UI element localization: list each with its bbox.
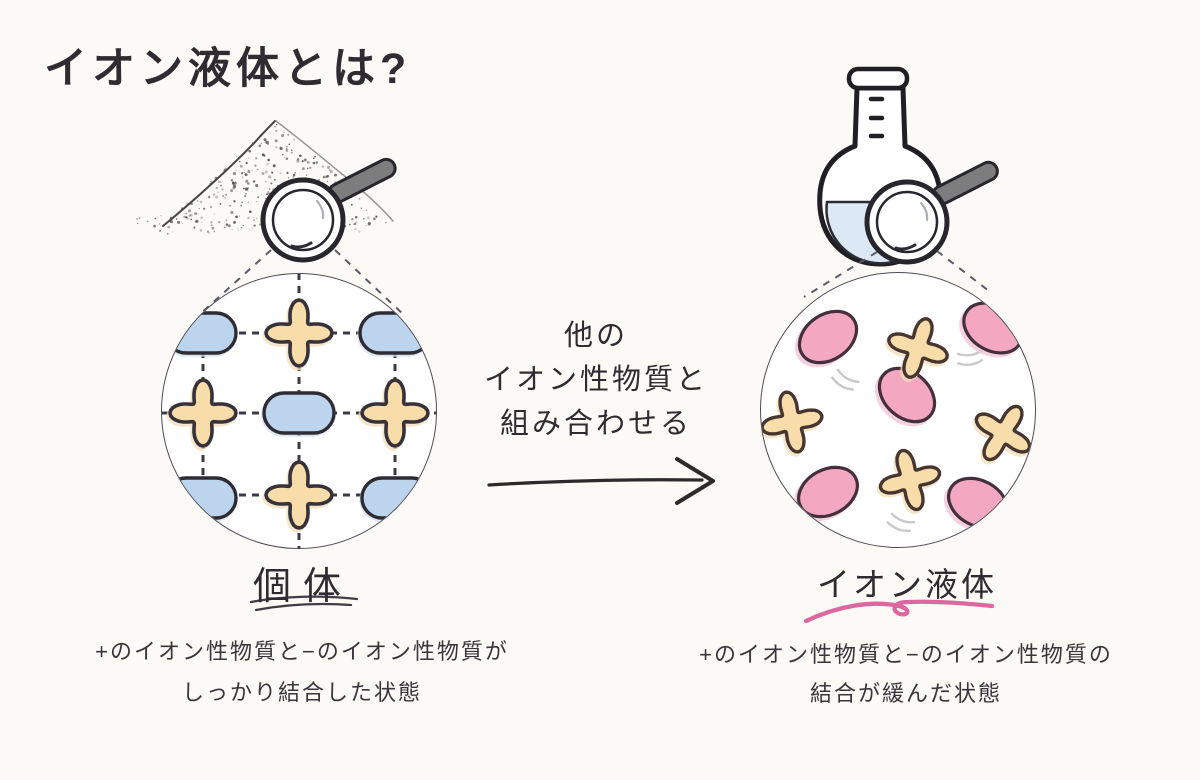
solid-state-caption: +のイオン性物質と−のイオン性物質が しっかり結合した状態 [95, 631, 509, 713]
transition-text-line: 他の [563, 320, 629, 352]
magnifier-lens [875, 190, 939, 254]
anion-pill [360, 476, 434, 520]
caption-line: +のイオン性物質と−のイオン性物質が [95, 639, 509, 664]
magnifier-icon [864, 160, 999, 265]
magnifier-icon [260, 157, 397, 263]
page-title: イオン液体とは? [44, 45, 412, 93]
cation-flower [264, 298, 334, 368]
transition-text-line: イオン性物質と [483, 364, 709, 396]
anion-oval [877, 366, 937, 424]
ionic-liquid-label: イオン液体 [817, 566, 997, 603]
lens-highlight [315, 199, 325, 220]
motion-lines [831, 349, 983, 533]
zoom-indicator-lines-right [803, 250, 990, 298]
cation-flower [264, 460, 334, 530]
cation-flower [974, 404, 1032, 462]
powder-pile-left-edge [162, 120, 276, 227]
cation-flower [168, 378, 238, 448]
anion-pill [164, 311, 238, 355]
transition-text-line: 組み合わせる [499, 408, 693, 440]
anion-oval [797, 465, 859, 519]
anion-oval [962, 301, 1024, 355]
flask-lip [846, 66, 910, 91]
transition-text: 他の イオン性物質と 組み合わせる [484, 314, 708, 446]
solid-state-label: 個体 [252, 566, 354, 608]
caption-line: +のイオン性物質と−のイオン性物質の [699, 642, 1113, 667]
caption-line: しっかり結合した状態 [181, 680, 423, 705]
powder-pile-right-edge [275, 120, 394, 222]
flask-graduation-marks [868, 96, 885, 139]
anion-pill [262, 391, 336, 435]
cation-flower [887, 317, 949, 379]
solid-lattice-circle [161, 273, 437, 549]
cation-flower [360, 378, 430, 448]
ionic-label-swoosh-underline [803, 599, 995, 624]
caption-line: 結合が緩んだ状態 [809, 681, 1003, 706]
anion-pill [358, 311, 432, 355]
ionic-liquid-caption: +のイオン性物質と−のイオン性物質の 結合が緩んだ状態 [699, 635, 1113, 713]
magnifier-lens [271, 188, 335, 252]
zoom-indicator-lines-left [198, 249, 405, 316]
right-arrow-icon [487, 457, 715, 505]
cation-flower [878, 448, 942, 512]
anion-oval [797, 309, 859, 365]
liquid-state-circle [760, 272, 1036, 548]
solid-label-underline [249, 595, 359, 612]
anion-oval [947, 476, 1009, 530]
lens-glint [290, 241, 313, 249]
anion-pill [164, 476, 238, 520]
cation-flower [761, 390, 824, 454]
lens-highlight [919, 201, 929, 222]
lens-glint [894, 243, 917, 251]
